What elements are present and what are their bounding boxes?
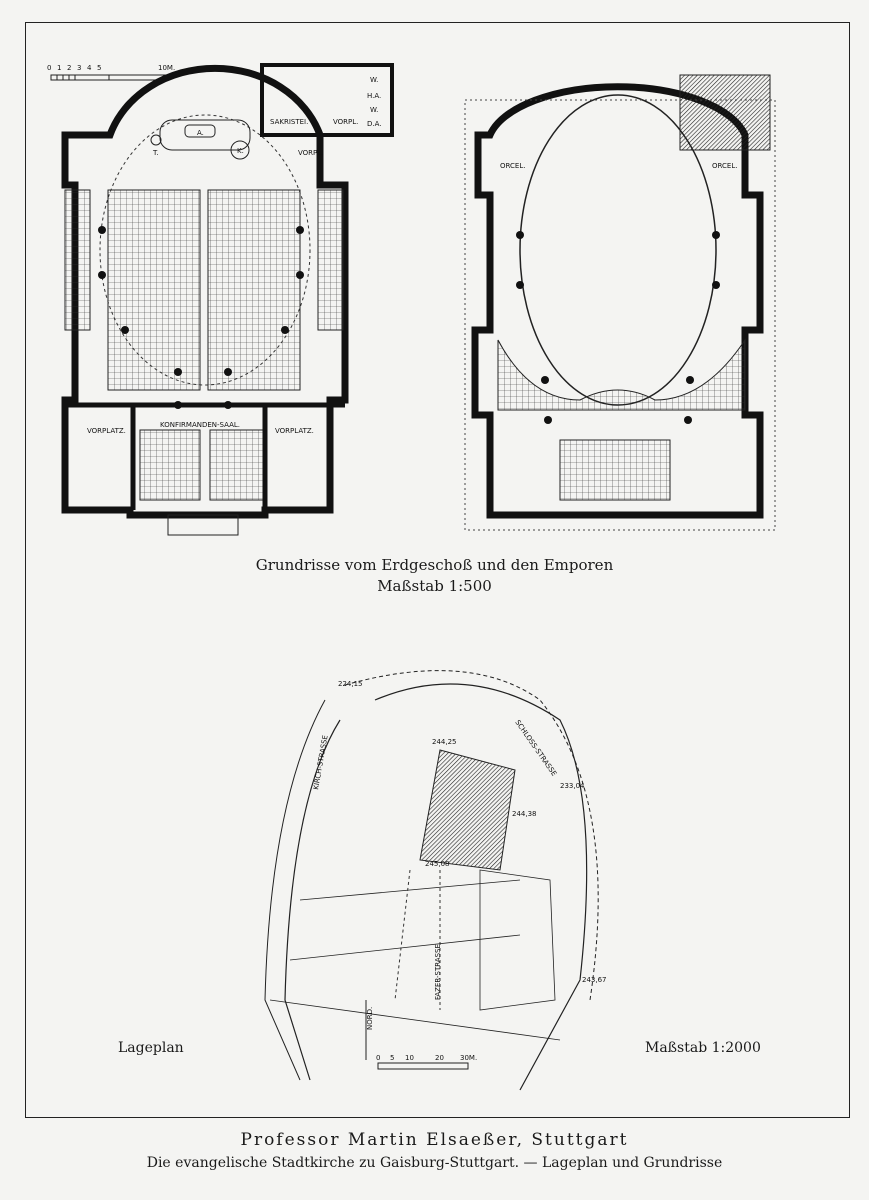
svg-text:VORPLATZ.: VORPLATZ. bbox=[87, 427, 126, 435]
svg-text:2: 2 bbox=[67, 64, 71, 72]
svg-text:244,38: 244,38 bbox=[512, 810, 537, 818]
site-plan-labels: 224,15 244,25 233,04 244,38 245,08 243,6… bbox=[312, 680, 606, 1062]
svg-text:244,25: 244,25 bbox=[432, 738, 457, 746]
svg-text:10: 10 bbox=[405, 1054, 414, 1062]
plans-scale: Maßstab 1:500 bbox=[377, 577, 492, 595]
footer-author: Professor Martin Elsaeßer, Stuttgart bbox=[240, 1130, 629, 1150]
svg-text:FAZER-STRASSE: FAZER-STRASSE bbox=[434, 944, 442, 1000]
site-plan-scale: Maßstab 1:2000 bbox=[645, 1040, 761, 1056]
svg-text:ORCEL.: ORCEL. bbox=[500, 162, 525, 170]
svg-text:SCHLOSS-STRASSE: SCHLOSS-STRASSE bbox=[513, 719, 558, 778]
svg-text:224,15: 224,15 bbox=[338, 680, 363, 688]
svg-text:4: 4 bbox=[87, 64, 92, 72]
svg-text:10M.: 10M. bbox=[158, 64, 175, 72]
svg-text:ORCEL.: ORCEL. bbox=[712, 162, 737, 170]
svg-text:VORPL.: VORPL. bbox=[298, 149, 323, 157]
svg-text:KIRCH-STRASSE: KIRCH-STRASSE bbox=[312, 735, 329, 791]
svg-text:SAKRISTEI.: SAKRISTEI. bbox=[270, 118, 308, 126]
svg-text:T.: T. bbox=[152, 149, 159, 157]
svg-text:1: 1 bbox=[57, 64, 61, 72]
svg-text:VORPLATZ.: VORPLATZ. bbox=[275, 427, 314, 435]
svg-text:3: 3 bbox=[77, 64, 81, 72]
svg-text:D.A.: D.A. bbox=[367, 120, 382, 128]
page-frame bbox=[25, 22, 850, 1118]
svg-text:KONFIRMANDEN-SAAL.: KONFIRMANDEN-SAAL. bbox=[160, 421, 240, 429]
svg-text:0: 0 bbox=[376, 1054, 380, 1062]
svg-text:20: 20 bbox=[435, 1054, 444, 1062]
footer-description: Die evangelische Stadtkirche zu Gaisburg… bbox=[146, 1155, 723, 1171]
svg-text:VORPL.: VORPL. bbox=[333, 118, 358, 126]
gallery-plan: ORCEL. ORCEL. bbox=[464, 74, 776, 531]
plans-caption: Grundrisse vom Erdgeschoß und den Empore… bbox=[255, 556, 614, 574]
svg-text:NORD.: NORD. bbox=[366, 1007, 374, 1030]
site-plan bbox=[264, 670, 599, 1091]
svg-text:0: 0 bbox=[47, 64, 51, 72]
svg-text:30M.: 30M. bbox=[460, 1054, 477, 1062]
svg-text:245,08: 245,08 bbox=[425, 860, 450, 868]
svg-text:K.: K. bbox=[237, 147, 244, 155]
site-plan-label: Lageplan bbox=[118, 1040, 184, 1056]
svg-text:A.: A. bbox=[197, 129, 204, 137]
svg-text:W.: W. bbox=[370, 76, 378, 84]
svg-text:H.A.: H.A. bbox=[367, 92, 381, 100]
svg-text:243,67: 243,67 bbox=[582, 976, 607, 984]
svg-text:5: 5 bbox=[97, 64, 101, 72]
svg-text:5: 5 bbox=[390, 1054, 394, 1062]
ground-floor-plan: SAKRISTEI. VORPL. VORPL. W. H.A. W. D.A.… bbox=[61, 63, 394, 536]
plan-scale-bar: 0 1 2 3 4 5 10M. bbox=[47, 64, 175, 81]
svg-text:233,04: 233,04 bbox=[560, 782, 585, 790]
svg-text:W.: W. bbox=[370, 106, 378, 114]
